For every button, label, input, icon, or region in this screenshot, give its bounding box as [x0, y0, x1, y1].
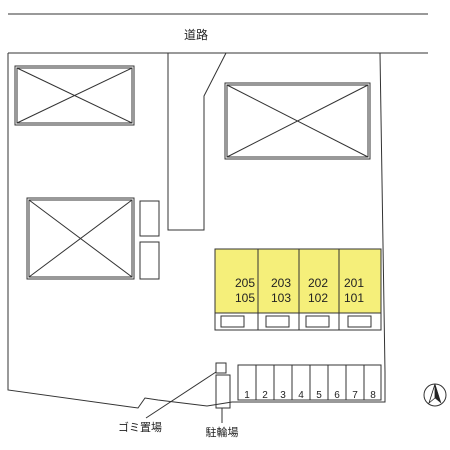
bicycle-parking-label: 駐輪場 — [206, 425, 239, 439]
neighbor-building-1 — [14, 65, 135, 126]
unit-lower-1: 105 — [235, 291, 255, 305]
garbage-area-label: ゴミ置場 — [118, 420, 162, 434]
unit-lower-4: 101 — [344, 291, 364, 305]
unit-lower-2: 103 — [271, 291, 291, 305]
unit-upper-2: 203 — [271, 276, 291, 290]
driveway — [167, 52, 227, 231]
parking-number-3: 3 — [280, 390, 286, 401]
shed-upper — [139, 200, 160, 237]
parking-number-8: 8 — [370, 390, 376, 401]
site-boundary — [7, 52, 386, 409]
parking-number-5: 5 — [316, 390, 322, 401]
garbage-area — [215, 362, 227, 374]
shed-lower — [139, 241, 160, 280]
north-arrow-icon — [423, 383, 447, 407]
unit-upper-1: 205 — [235, 276, 255, 290]
parking-number-7: 7 — [352, 390, 358, 401]
unit-upper-4: 201 — [344, 276, 364, 290]
parking-number-2: 2 — [262, 390, 268, 401]
apartment-building — [214, 248, 382, 314]
unit-lower-3: 102 — [308, 291, 328, 305]
parking-area — [237, 364, 382, 401]
neighbor-building-2 — [224, 82, 371, 160]
garbage-leader-line — [145, 371, 217, 419]
neighbor-building-3 — [26, 197, 135, 280]
parking-number-1: 1 — [244, 390, 250, 401]
road-label: 道路 — [184, 27, 208, 42]
parking-number-6: 6 — [334, 390, 340, 401]
unit-upper-3: 202 — [308, 276, 328, 290]
parking-number-4: 4 — [298, 390, 304, 401]
balconies — [214, 312, 382, 331]
bicycle-parking — [215, 374, 231, 409]
